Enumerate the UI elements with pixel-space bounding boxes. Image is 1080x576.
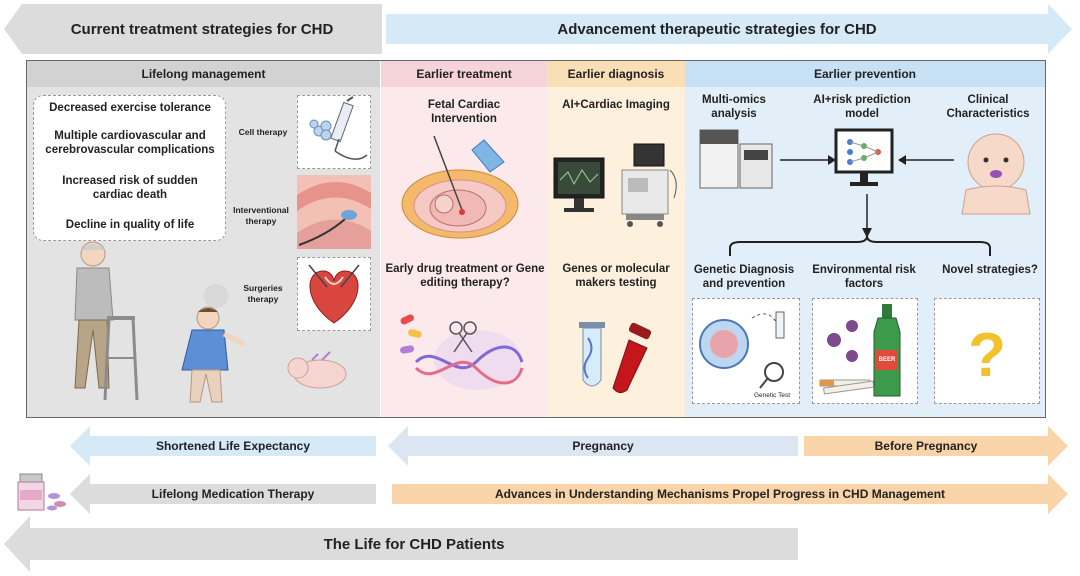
test-tubes-illustration bbox=[579, 322, 652, 394]
question-mark-icon: ? bbox=[968, 321, 1006, 390]
ai-cardiac-imaging-label: AI+Cardiac Imaging bbox=[562, 99, 670, 111]
lifelong-management-header: Lifelong management bbox=[27, 61, 380, 87]
genetic-diagnosis-label: Genetic Diagnosis and prevention bbox=[693, 264, 795, 291]
before-pregnancy-label: Before Pregnancy bbox=[874, 439, 978, 453]
pill-bottle-icon bbox=[17, 473, 66, 511]
complication-exercise: Decreased exercise tolerance bbox=[49, 102, 211, 114]
surgeries-therapy-label: Surgeries therapy bbox=[243, 283, 283, 304]
drug-gene-editing-illustration bbox=[400, 314, 524, 390]
syringe-icon bbox=[309, 96, 368, 160]
baby-illustration bbox=[287, 351, 347, 389]
earlier-prevention-header: Earlier prevention bbox=[685, 61, 1045, 87]
fetal-cardiac-intervention-label: Fetal Cardiac Intervention bbox=[427, 99, 501, 126]
interventional-therapy-label: Interventional therapy bbox=[233, 205, 289, 226]
novel-strategies-label: Novel strategies? bbox=[942, 264, 1038, 276]
complication-sudden-death: Increased risk of sudden cardiac death bbox=[62, 175, 198, 202]
child-illustration bbox=[181, 284, 246, 403]
heart-surgery-icon bbox=[308, 264, 360, 324]
arrow-clinical-to-model bbox=[898, 155, 954, 165]
complication-cardiovascular: Multiple cardiovascular and cerebrovascu… bbox=[45, 130, 215, 157]
advances-mechanisms-label: Advances in Understanding Mechanisms Pro… bbox=[494, 487, 946, 501]
life-for-chd-patients-label: The Life for CHD Patients bbox=[323, 535, 505, 553]
branch-connector bbox=[729, 194, 991, 256]
earlier-treatment-header: Earlier treatment bbox=[381, 61, 547, 87]
complications-box bbox=[33, 95, 226, 241]
ultrasound-machine-illustration bbox=[553, 143, 677, 227]
current-strategies-title: Current treatment strategies for CHD bbox=[70, 20, 334, 38]
main-frame bbox=[26, 60, 1046, 418]
elderly-with-walker-illustration bbox=[74, 241, 139, 401]
genetic-test-illustration bbox=[699, 311, 785, 389]
environmental-risk-illustration bbox=[819, 304, 901, 397]
novel-strategies-box bbox=[934, 298, 1040, 404]
clinical-characteristics-label: Clinical Characteristics bbox=[946, 94, 1030, 121]
ai-risk-model-label: AI+risk prediction model bbox=[813, 94, 911, 121]
shortened-life-expectancy-label: Shortened Life Expectancy bbox=[155, 439, 311, 453]
sequencer-illustration bbox=[699, 129, 773, 189]
earlier-diagnosis-panel: Earlier diagnosis bbox=[547, 61, 685, 417]
ai-model-monitor-illustration bbox=[834, 128, 894, 186]
environmental-risk-label: Environmental risk factors bbox=[812, 264, 916, 291]
lifelong-medication-label: Lifelong Medication Therapy bbox=[151, 487, 315, 501]
earlier-diagnosis-header: Earlier diagnosis bbox=[547, 61, 685, 87]
beer-label: BEER bbox=[878, 357, 896, 363]
early-drug-gene-editing-label: Early drug treatment or Gene editing the… bbox=[385, 263, 545, 290]
infant-face-illustration bbox=[961, 133, 1031, 215]
top-left-arrow-shape bbox=[4, 4, 1072, 54]
advancement-strategies-title: Advancement therapeutic strategies for C… bbox=[557, 20, 877, 38]
complication-quality-of-life: Decline in quality of life bbox=[65, 219, 195, 231]
arrow-omics-to-model bbox=[780, 155, 836, 165]
cell-therapy-label: Cell therapy bbox=[238, 127, 288, 137]
catheter-icon bbox=[297, 175, 371, 249]
pregnancy-label: Pregnancy bbox=[572, 439, 634, 453]
genes-molecular-testing-label: Genes or molecular makers testing bbox=[562, 263, 670, 290]
svg-text:?: ? bbox=[968, 321, 1006, 390]
genetic-test-caption: Genetic Test bbox=[753, 392, 790, 399]
multi-omics-label: Multi-omics analysis bbox=[702, 94, 766, 121]
fetal-intervention-illustration bbox=[401, 135, 519, 239]
